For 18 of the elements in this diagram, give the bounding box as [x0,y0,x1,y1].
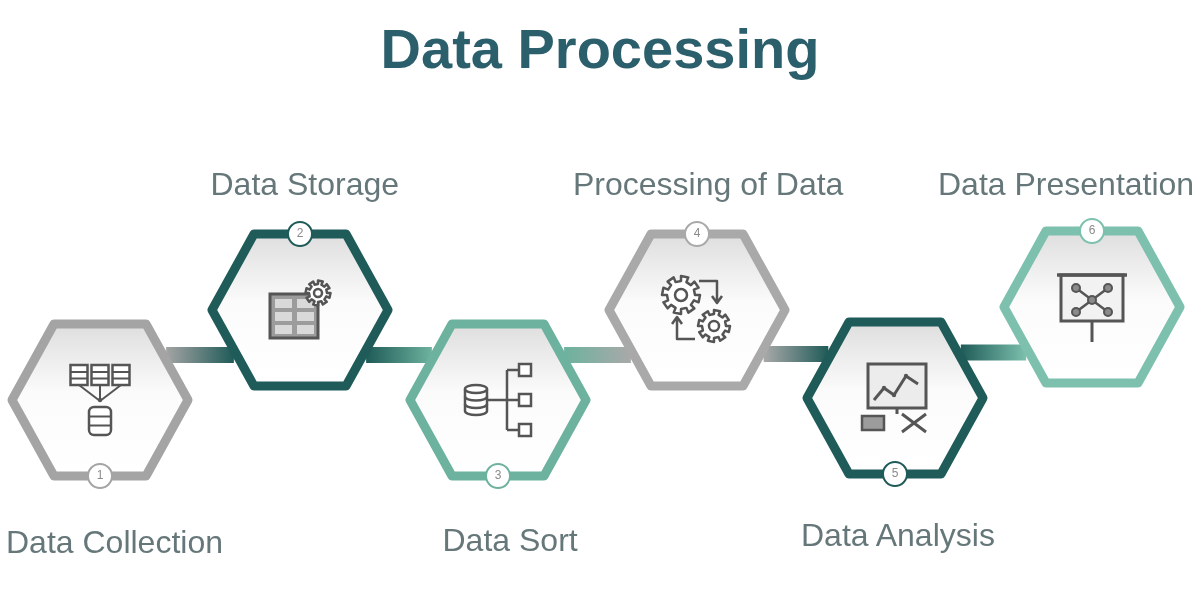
step-label: Processing of Data [573,165,844,203]
connector-band [166,347,234,363]
step-number: 2 [287,221,313,247]
step-number: 1 [87,463,113,489]
step-number: 6 [1079,218,1105,244]
step-number: 3 [485,463,511,489]
connector-band [564,347,631,363]
step-label: Data Storage [210,165,400,203]
connector-band [763,346,829,362]
step-label: Data Sort [442,521,578,559]
step-number: 4 [684,221,710,247]
step-label: Data Analysis [801,516,995,554]
step-label: Data Presentation [938,165,1195,203]
connector-band [960,344,1027,361]
connector-band [366,347,432,363]
diagram-title: Data Processing [380,16,820,82]
step-label: Data Collection [6,523,223,561]
step-number: 5 [882,461,908,487]
